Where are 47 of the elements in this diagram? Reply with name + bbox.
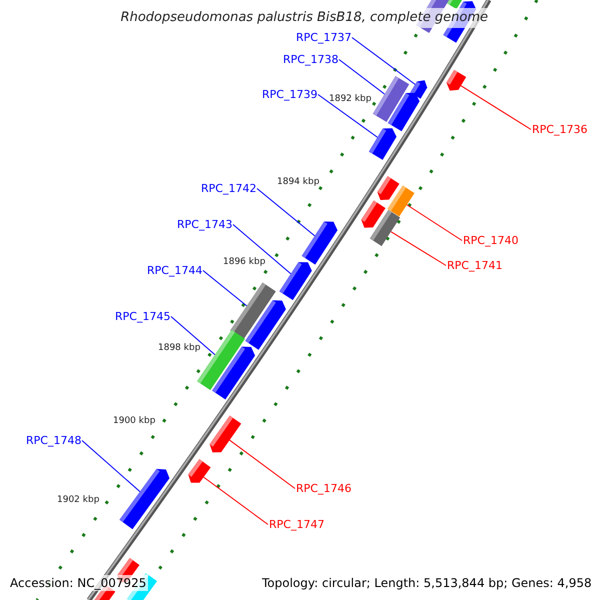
leader-line xyxy=(338,59,386,95)
gene-block xyxy=(279,262,312,300)
gene-label: RPC_1739 xyxy=(262,88,318,102)
gene-label: RPC_1748 xyxy=(26,434,82,448)
feature-bar xyxy=(388,185,414,217)
scale-label: 1894 kbp xyxy=(277,177,320,188)
leader-line xyxy=(390,231,446,266)
gene-block xyxy=(120,468,170,530)
leader-line xyxy=(318,94,378,138)
leader-line xyxy=(82,440,141,492)
leader-line xyxy=(256,188,316,236)
gene-label: RPC_1737 xyxy=(296,31,352,44)
scale-label: 1900 kbp xyxy=(113,416,156,427)
gene-label: RPC_1747 xyxy=(269,518,324,532)
gene-label: RPC_1738 xyxy=(283,53,338,66)
gene-label: RPC_1746 xyxy=(296,482,352,496)
gene-block xyxy=(245,300,286,350)
leader-line xyxy=(202,270,248,307)
gene-block xyxy=(368,128,397,160)
info-text: Accession: NC_007925 xyxy=(8,575,148,592)
leader-line xyxy=(460,85,532,130)
gene-label: RPC_1741 xyxy=(447,259,502,272)
gene-block xyxy=(210,416,242,452)
scale-label: 1898 kbp xyxy=(158,343,200,354)
gene-label: RPC_1745 xyxy=(115,310,170,324)
leader-line xyxy=(352,37,416,85)
gene-block xyxy=(188,459,211,483)
scale-label: 1892 kbp xyxy=(329,94,372,105)
gene-label: RPC_1743 xyxy=(177,218,232,232)
scale-label: 1896 kbp xyxy=(223,257,266,268)
gene-label: RPC_1744 xyxy=(147,264,202,278)
gene-block xyxy=(446,70,466,91)
gene-block xyxy=(212,346,256,400)
leader-line xyxy=(406,204,462,241)
gene-label: RPC_1742 xyxy=(201,182,256,196)
feature-bar xyxy=(370,210,400,246)
leader-line xyxy=(170,316,216,356)
gene-label: RPC_1736 xyxy=(532,123,588,136)
gene-block xyxy=(388,92,420,132)
leader-line xyxy=(203,476,268,525)
info-text: Topology: circular; Length: 5,513,844 bp; Genes: 4,958 xyxy=(260,575,594,592)
gene-block xyxy=(377,176,400,200)
leader-line xyxy=(229,440,296,489)
leader-line xyxy=(232,224,292,274)
gene-block xyxy=(302,222,338,265)
gene-label: RPC_1740 xyxy=(463,234,518,248)
scale-label: 1902 kbp xyxy=(57,495,100,506)
